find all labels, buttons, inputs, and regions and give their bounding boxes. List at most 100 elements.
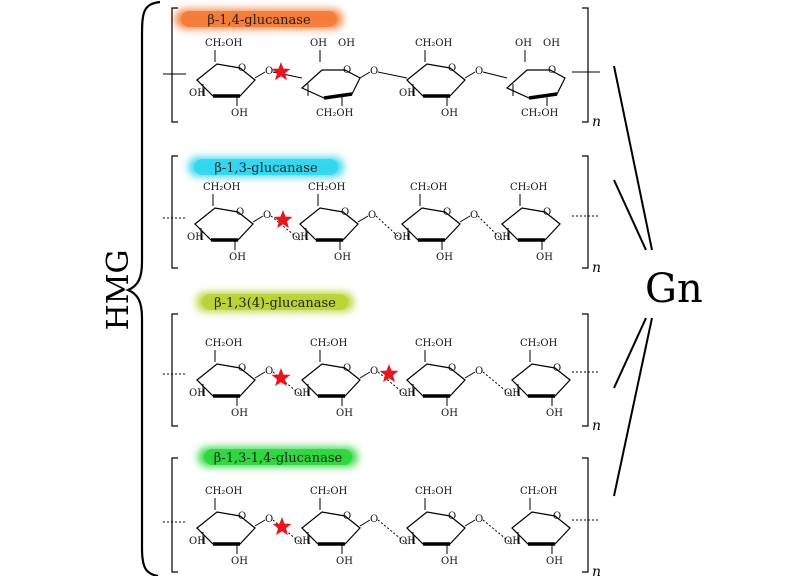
glucose-unit: O CH₂OH OH OH O: [294, 338, 408, 419]
hydroxymethyl-label: CH₂OH: [205, 486, 243, 497]
hydroxyl-label: OH: [399, 388, 416, 399]
enzyme-name: β-1,3-glucanase: [214, 161, 318, 176]
ring-oxygen: O: [448, 63, 456, 74]
hydroxyl-label: OH: [229, 252, 246, 263]
ring-oxygen: O: [343, 363, 351, 374]
ring-oxygen: O: [341, 207, 349, 218]
left-bracket: [171, 457, 178, 573]
enzyme-badge: β-1,4-glucanase: [175, 9, 343, 29]
chain-ends: [163, 519, 600, 523]
bridge-oxygen: O: [265, 514, 273, 525]
cleavage-site-star-icon: [273, 210, 293, 229]
ring-oxygen: O: [448, 511, 456, 522]
hydroxymethyl-label: CH₂OH: [521, 108, 559, 119]
hydroxyl-label: OH: [294, 388, 311, 399]
right-bracket: [582, 457, 589, 573]
glycosidic-bond: O: [254, 514, 303, 545]
hydroxymethyl-label: CH₂OH: [520, 338, 558, 349]
bridge-oxygen: O: [265, 366, 273, 377]
hmg-label: HMG: [101, 250, 136, 331]
cleavage-site-star-icon: [379, 364, 399, 383]
hydroxyl-label: OH: [504, 388, 521, 399]
left-bracket: [171, 7, 178, 123]
ring-oxygen: O: [553, 363, 561, 374]
hydroxyl-label: OH: [543, 38, 560, 49]
repeat-brackets: [171, 457, 589, 573]
glycosidic-bond: O: [254, 366, 303, 397]
hydroxyl-label: OH: [334, 252, 351, 263]
hydroxyl-label: OH: [436, 252, 453, 263]
hydroxyl-label: OH: [504, 536, 521, 547]
enzyme-badge-fill: [181, 11, 337, 27]
glycosidic-bond: O: [359, 514, 408, 545]
ring-oxygen: O: [448, 363, 456, 374]
enzyme-name: β-1,3(4)-glucanase: [214, 296, 336, 311]
bridge-oxygen: O: [265, 66, 273, 77]
hydroxymethyl-label: CH₂OH: [316, 108, 354, 119]
hydroxyl-label: OH: [189, 388, 206, 399]
hydroxyl-label: OH: [231, 408, 248, 419]
hydroxymethyl-label: CH₂OH: [310, 338, 348, 349]
ring-oxygen: O: [443, 207, 451, 218]
repeat-count: n: [592, 114, 601, 130]
right-bracket: [582, 7, 589, 123]
enzyme-badge: β-1,3-glucanase: [188, 157, 344, 177]
bridge-oxygen: O: [370, 514, 378, 525]
hydroxymethyl-label: CH₂OH: [205, 338, 243, 349]
glycosidic-bond: O: [464, 366, 513, 397]
left-bracket: [171, 313, 178, 427]
hydroxyl-label: OH: [189, 536, 206, 547]
bridge-oxygen: O: [370, 66, 378, 77]
enzyme-name: β-1,3-1,4-glucanase: [214, 451, 343, 466]
hydroxyl-label: OH: [441, 108, 458, 119]
glycosidic-bond: O: [357, 210, 403, 241]
right-bracket: [582, 313, 589, 427]
bridge-oxygen: O: [370, 366, 378, 377]
repeat-brackets: [171, 313, 589, 427]
chain-ends: [163, 71, 600, 75]
hydroxymethyl-label: CH₂OH: [520, 486, 558, 497]
left-bracket: [171, 155, 178, 269]
right-bracket: [582, 155, 589, 269]
hydroxyl-label: OH: [399, 88, 416, 99]
gn-label: Gn: [645, 266, 703, 312]
glycosidic-bond: O: [252, 210, 301, 241]
cleavage-site-star-icon: [271, 368, 291, 387]
hydroxyl-label: OH: [338, 38, 355, 49]
hydroxyl-label: OH: [336, 408, 353, 419]
enzyme-badge: β-1,3-1,4-glucanase: [198, 447, 358, 467]
bridge-oxygen: O: [475, 514, 483, 525]
hydroxymethyl-label: CH₂OH: [205, 38, 243, 49]
glycosidic-bond: O: [359, 366, 408, 397]
hydroxyl-label: OH: [231, 108, 248, 119]
hydroxymethyl-label: CH₂OH: [415, 38, 453, 49]
ring-front-edge: [528, 92, 558, 100]
hydroxyl-label: OH: [189, 88, 206, 99]
chain-ends: [163, 215, 600, 219]
enzyme-badge-fill: [204, 449, 352, 465]
ring-oxygen: O: [236, 207, 244, 218]
glucose-unit: O CH₂OH OH OH: [504, 338, 571, 419]
hydroxyl-label: OH: [546, 408, 563, 419]
bridge-oxygen: O: [475, 366, 483, 377]
glycosidic-bond: O: [464, 66, 508, 79]
hydroxyl-label: OH: [292, 232, 309, 243]
polysaccharide-row: β-1,3(4)-glucanase n O CH₂OH OH OH O O CH₂OH OH OH…: [163, 292, 601, 434]
repeat-count: n: [592, 418, 601, 434]
repeat-count: n: [592, 564, 601, 576]
glycosidic-bond: O: [459, 210, 503, 241]
chain-ends: [163, 371, 600, 375]
